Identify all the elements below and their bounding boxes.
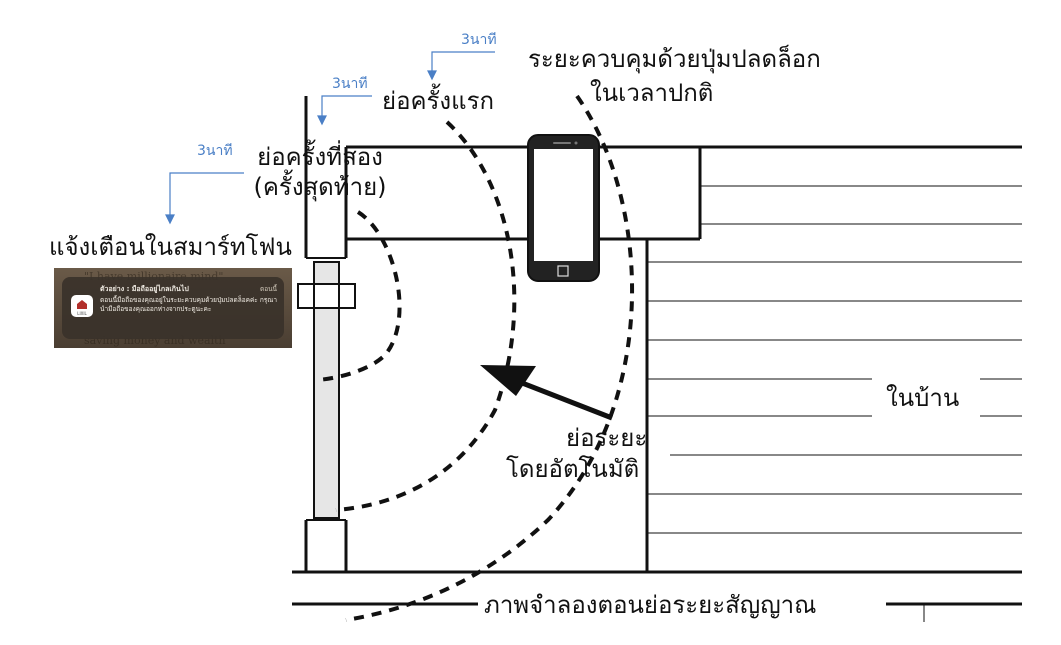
label-inside-home: ในบ้าน [886, 384, 960, 412]
app-icon: LIXIL [71, 295, 93, 317]
label-first-shrink: ย่อครั้งแรก [382, 87, 495, 115]
notification-title: ตัวอย่าง : มือถืออยู่ไกลเกินไป [100, 285, 189, 293]
label-normal-range-line1: ระยะควบคุมด้วยปุ่มปลดล็อก [528, 45, 821, 73]
range-arc-normal [345, 94, 635, 622]
door-handle [297, 283, 356, 309]
timer-connector-1 [431, 51, 495, 72]
smartphone-icon [527, 134, 600, 282]
room-lines [647, 185, 1022, 534]
timer-label-2: 3นาที [332, 76, 368, 92]
shrink-arrow-head [480, 365, 536, 396]
timer-label-1: 3นาที [461, 32, 497, 48]
label-auto-shrink-line2: โดยอัตโนมัติ [506, 455, 640, 483]
notification-screenshot: "I have millionaire mind" saving money a… [54, 268, 292, 348]
timer-connector-3 [169, 172, 244, 216]
label-smartphone-alert: แจ้งเตือนในสมาร์ทโฟน [49, 233, 292, 261]
range-arc-second [317, 210, 402, 382]
label-second-shrink-line1: ย่อครั้งที่สอง [257, 143, 383, 171]
shrink-arrow-shaft [511, 376, 613, 421]
timer-arrow-2 [317, 115, 327, 126]
notification-card[interactable]: LIXIL ตัวอย่าง : มือถืออยู่ไกลเกินไป ตอน… [62, 277, 284, 339]
label-auto-shrink-line1: ย่อระยะ [566, 424, 648, 452]
timer-arrow-1 [427, 70, 437, 81]
timer-label-3: 3นาที [197, 143, 233, 159]
notification-time: ตอนนี้ [259, 285, 277, 293]
app-icon-label: LIXIL [77, 311, 87, 316]
label-second-shrink-line2: (ครั้งสุดท้าย) [253, 173, 387, 201]
range-arc-first [335, 120, 517, 512]
notification-body: ตอนนี้มือถือของคุณอยู่ในระยะควบคุมด้วยปุ… [100, 296, 277, 314]
timer-connector-2 [321, 95, 372, 117]
timer-arrow-3 [165, 214, 175, 225]
label-normal-range-line2: ในเวลาปกติ [590, 79, 714, 107]
caption: ภาพจำลองตอนย่อระยะสัญญาณ [484, 591, 817, 619]
